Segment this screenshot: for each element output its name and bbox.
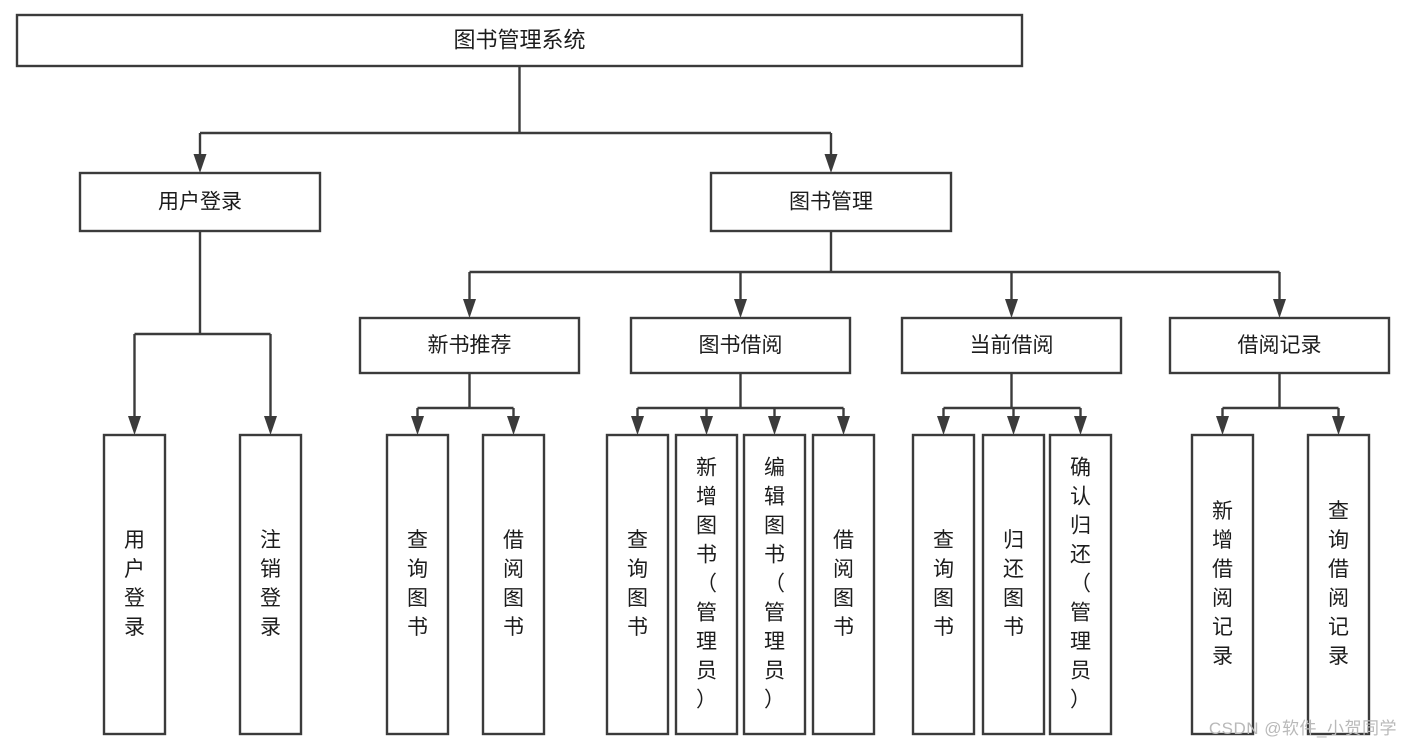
- node-box[interactable]: [605, 433, 670, 736]
- arrow-head-icon: [463, 299, 476, 318]
- node-label: 借阅图书: [503, 529, 524, 639]
- arrow-head-icon: [768, 416, 781, 435]
- root-node[interactable]: 图书管理系统: [15, 13, 1024, 68]
- node-label: 查询借阅记录: [1328, 500, 1349, 668]
- node-label: 借阅图书: [833, 529, 854, 639]
- node-label: 归还图书: [1003, 529, 1024, 639]
- arrow-head-icon: [193, 154, 207, 173]
- leaf-node[interactable]: 查询图书: [605, 433, 670, 736]
- node-box[interactable]: [238, 433, 303, 736]
- arrow-head-icon: [507, 416, 520, 435]
- arrow-head-icon: [824, 154, 838, 173]
- node-label: 新增图书（管理员）: [696, 456, 717, 711]
- leaf-node[interactable]: 新增图书（管理员）: [674, 433, 739, 736]
- node-box[interactable]: [709, 171, 953, 233]
- branch-node[interactable]: 图书借阅: [629, 316, 852, 375]
- node-label: 注销登录: [260, 529, 281, 639]
- connector-group: [128, 231, 277, 435]
- node-box[interactable]: [900, 316, 1123, 375]
- connector-group: [463, 231, 1286, 318]
- leaf-node[interactable]: 新增借阅记录: [1190, 433, 1255, 736]
- node-box[interactable]: [629, 316, 852, 375]
- arrow-head-icon: [1007, 416, 1020, 435]
- leaf-node[interactable]: 借阅图书: [481, 433, 546, 736]
- arrow-head-icon: [837, 416, 850, 435]
- node-box[interactable]: [742, 433, 807, 736]
- arrow-head-icon: [411, 416, 424, 435]
- node-label: 用户登录: [158, 191, 242, 214]
- arrow-head-icon: [264, 416, 277, 435]
- connector-group: [193, 66, 838, 173]
- node-box[interactable]: [385, 433, 450, 736]
- node-box[interactable]: [358, 316, 581, 375]
- connector-group: [631, 373, 850, 435]
- connector-group: [1216, 373, 1345, 435]
- node-label: 借阅记录: [1238, 334, 1322, 357]
- leaf-node[interactable]: 查询图书: [385, 433, 450, 736]
- arrow-head-icon: [700, 416, 713, 435]
- arrow-head-icon: [937, 416, 950, 435]
- node-label: 编辑图书（管理员）: [764, 456, 785, 711]
- leaf-node[interactable]: 编辑图书（管理员）: [742, 433, 807, 736]
- node-label: 查询图书: [627, 529, 648, 639]
- node-label: 当前借阅: [970, 334, 1054, 357]
- branch-node[interactable]: 用户登录: [78, 171, 322, 233]
- node-box[interactable]: [15, 13, 1024, 68]
- node-box[interactable]: [1190, 433, 1255, 736]
- node-label: 新增借阅记录: [1212, 500, 1233, 668]
- leaf-node[interactable]: 用户登录: [102, 433, 167, 736]
- arrow-head-icon: [1074, 416, 1087, 435]
- node-label: 查询图书: [407, 529, 428, 639]
- leaf-node[interactable]: 归还图书: [981, 433, 1046, 736]
- node-label: 查询图书: [933, 529, 954, 639]
- node-box[interactable]: [481, 433, 546, 736]
- node-box[interactable]: [1048, 433, 1113, 736]
- arrow-head-icon: [1273, 299, 1286, 318]
- connector-group: [937, 373, 1087, 435]
- leaf-node[interactable]: 查询图书: [911, 433, 976, 736]
- connector-layer: [128, 66, 1345, 435]
- branch-node[interactable]: 图书管理: [709, 171, 953, 233]
- branch-node[interactable]: 借阅记录: [1168, 316, 1391, 375]
- leaf-node[interactable]: 注销登录: [238, 433, 303, 736]
- node-box[interactable]: [78, 171, 322, 233]
- node-box[interactable]: [981, 433, 1046, 736]
- arrow-head-icon: [1216, 416, 1229, 435]
- node-label: 新书推荐: [428, 334, 512, 357]
- node-label: 图书管理: [789, 191, 873, 214]
- node-label: 确认归还（管理员）: [1070, 456, 1091, 711]
- node-box[interactable]: [102, 433, 167, 736]
- node-layer: 图书管理系统用户登录图书管理新书推荐图书借阅当前借阅借阅记录用户登录注销登录查询…: [15, 13, 1391, 736]
- arrow-head-icon: [128, 416, 141, 435]
- branch-node[interactable]: 新书推荐: [358, 316, 581, 375]
- node-label: 图书管理系统: [453, 27, 585, 52]
- arrow-head-icon: [734, 299, 747, 318]
- node-box[interactable]: [1306, 433, 1371, 736]
- watermark-text: CSDN @软件_小贺同学: [1208, 719, 1397, 738]
- node-box[interactable]: [811, 433, 876, 736]
- leaf-node[interactable]: 查询借阅记录: [1306, 433, 1371, 736]
- leaf-node[interactable]: 借阅图书: [811, 433, 876, 736]
- leaf-node[interactable]: 确认归还（管理员）: [1048, 433, 1113, 736]
- arrow-head-icon: [1005, 299, 1018, 318]
- arrow-head-icon: [1332, 416, 1345, 435]
- node-box[interactable]: [674, 433, 739, 736]
- node-box[interactable]: [1168, 316, 1391, 375]
- arrow-head-icon: [631, 416, 644, 435]
- node-box[interactable]: [911, 433, 976, 736]
- connector-group: [411, 373, 520, 435]
- node-label: 用户登录: [124, 529, 145, 639]
- branch-node[interactable]: 当前借阅: [900, 316, 1123, 375]
- node-label: 图书借阅: [699, 334, 783, 357]
